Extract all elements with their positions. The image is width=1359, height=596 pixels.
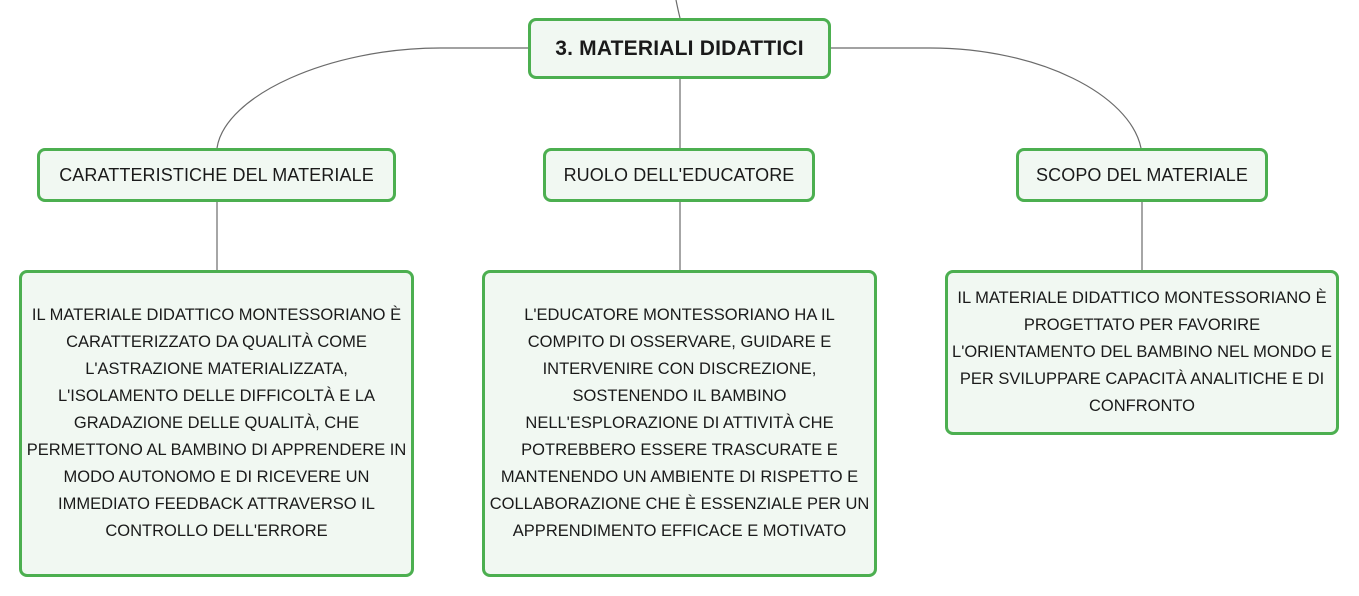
root-topic-node[interactable]: 3. MATERIALI DIDATTICI: [528, 18, 831, 79]
branch-scopo-node[interactable]: SCOPO DEL MATERIALE: [1016, 148, 1268, 202]
detail-ruolo-educatore-text: L'EDUCATORE MONTESSORIANO HA IL COMPITO …: [489, 306, 870, 540]
root-topic-title: 3. MATERIALI DIDATTICI: [555, 36, 804, 60]
branch-ruolo-educatore-title: RUOLO DELL'EDUCATORE: [563, 164, 795, 185]
detail-caratteristiche-node[interactable]: IL MATERIALE DIDATTICO MONTESSORIANO È C…: [19, 270, 414, 577]
detail-scopo-node[interactable]: IL MATERIALE DIDATTICO MONTESSORIANO È P…: [945, 270, 1339, 435]
detail-caratteristiche-text: IL MATERIALE DIDATTICO MONTESSORIANO È C…: [26, 306, 407, 540]
branch-scopo-title: SCOPO DEL MATERIALE: [1036, 164, 1248, 185]
connector-root-to-left: [216, 47, 528, 149]
detail-ruolo-educatore-node[interactable]: L'EDUCATORE MONTESSORIANO HA IL COMPITO …: [482, 270, 877, 577]
connector-root-to-right: [831, 47, 1142, 149]
connector-parent-to-root: [675, 0, 681, 19]
branch-caratteristiche-node[interactable]: CARATTERISTICHE DEL MATERIALE: [37, 148, 396, 202]
detail-scopo-text: IL MATERIALE DIDATTICO MONTESSORIANO È P…: [952, 289, 1332, 415]
branch-ruolo-educatore-node[interactable]: RUOLO DELL'EDUCATORE: [543, 148, 815, 202]
branch-caratteristiche-title: CARATTERISTICHE DEL MATERIALE: [59, 164, 374, 185]
